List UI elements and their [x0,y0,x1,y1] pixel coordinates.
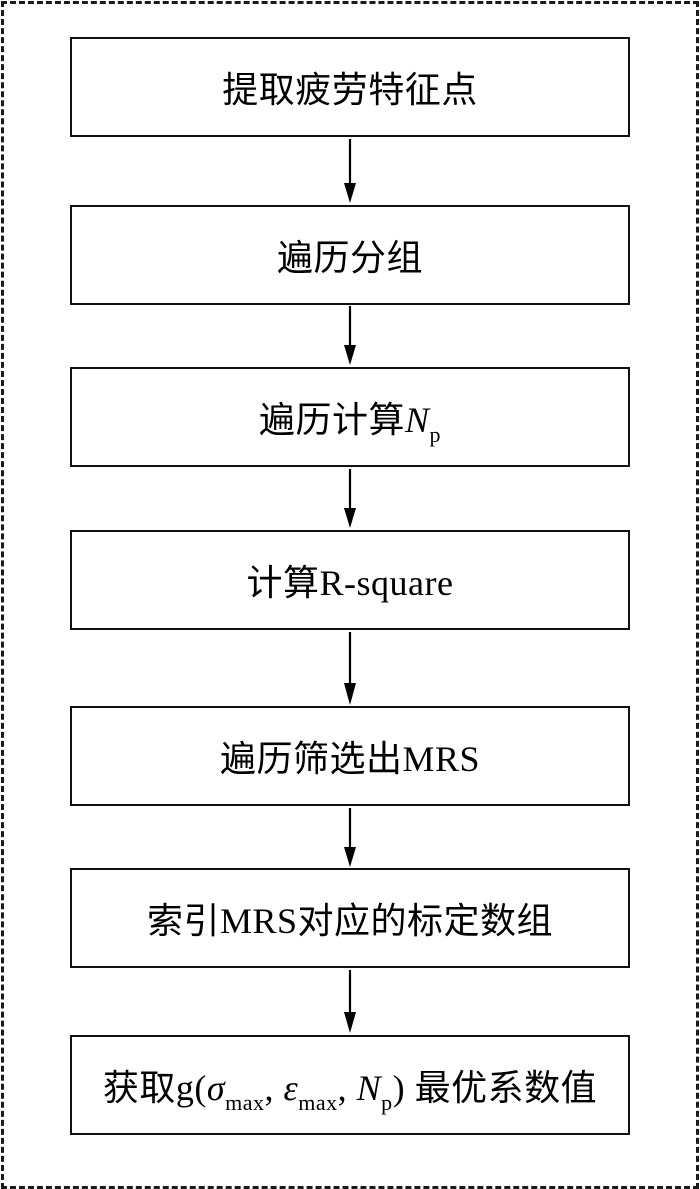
arrow-down-icon [340,632,360,707]
step-label: 计算R-square [246,563,454,603]
step-index-calibration-array: 索引MRS对应的标定数组 [70,868,630,968]
subscript-p: p [429,422,442,447]
step-label: 遍历计算Np [258,391,441,446]
step-label: 提取疲劳特征点 [222,70,478,110]
step-label: 遍历分组 [276,238,423,278]
step-traverse-grouping: 遍历分组 [70,205,630,305]
arrow-down-icon [340,970,360,1035]
subscript-max: max [225,1090,265,1115]
variable-n: N [356,1068,382,1108]
step-get-optimal-coefficients: 获取g(σmax, εmax, Np) 最优系数值 [70,1035,630,1135]
separator: , [264,1068,284,1108]
subscript-max: max [298,1090,338,1115]
step-label: 遍历筛选出MRS [219,739,481,779]
step-compute-r-square: 计算R-square [70,530,630,630]
step-label: 获取g(σmax, εmax, Np) 最优系数值 [102,1059,598,1114]
step-traverse-compute-np: 遍历计算Np [70,367,630,467]
symbol-epsilon: ε [283,1068,299,1108]
subscript-p: p [381,1090,393,1115]
step-suffix: ) 最优系数值 [392,1068,598,1108]
arrow-down-icon [340,469,360,530]
step-label: 索引MRS对应的标定数组 [146,901,554,941]
arrow-down-icon [340,139,360,205]
separator: , [337,1068,357,1108]
arrow-down-icon [340,306,360,367]
step-prefix: 获取g( [102,1068,207,1108]
step-text: 遍历计算 [258,400,405,440]
variable-n: N [405,400,430,440]
step-extract-fatigue-points: 提取疲劳特征点 [70,37,630,137]
step-filter-mrs: 遍历筛选出MRS [70,706,630,806]
symbol-sigma: σ [206,1068,226,1108]
arrow-down-icon [340,808,360,869]
